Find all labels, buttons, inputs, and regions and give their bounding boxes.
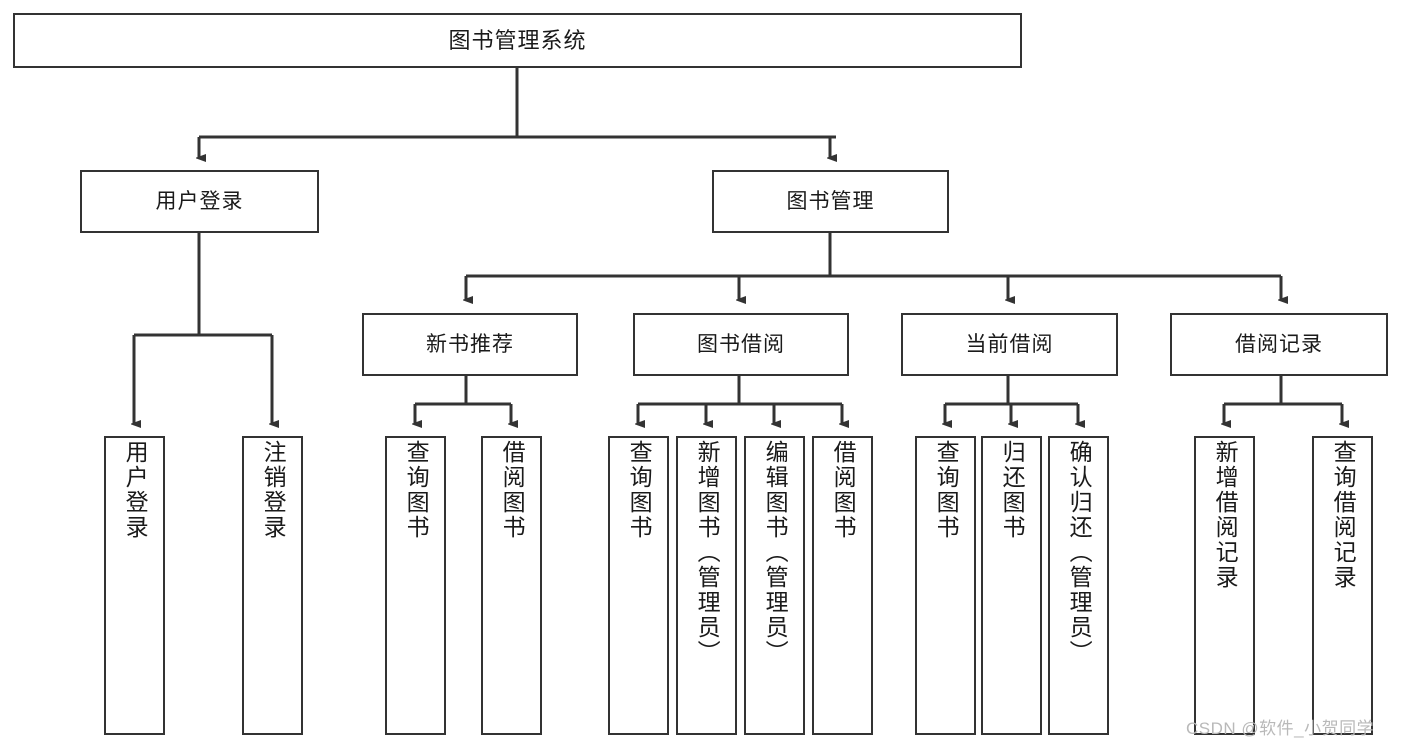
- node-borrow-record[interactable]: 借阅记录: [1170, 313, 1388, 376]
- node-book-management[interactable]: 图书管理: [712, 170, 949, 233]
- node-label: 图书管理: [786, 190, 875, 213]
- node-user-login[interactable]: 用户登录: [80, 170, 319, 233]
- node-leaf-query-borrow-record[interactable]: 查询借阅记录: [1312, 436, 1373, 735]
- node-label: 新增图书（管理员）: [694, 440, 721, 665]
- node-label: 用户登录: [155, 190, 244, 213]
- node-label: 借阅图书: [830, 440, 857, 540]
- node-label: 查询借阅记录: [1330, 440, 1357, 590]
- node-leaf-edit-book-admin[interactable]: 编辑图书（管理员）: [744, 436, 805, 735]
- node-label: 借阅图书: [499, 440, 526, 540]
- node-leaf-return-book[interactable]: 归还图书: [981, 436, 1042, 735]
- node-label: 图书借阅: [697, 333, 785, 356]
- node-leaf-borrow-book-new[interactable]: 借阅图书: [481, 436, 542, 735]
- watermark-csdn: CSDN @软件_小贺同学: [1186, 719, 1375, 738]
- node-leaf-confirm-return-admin[interactable]: 确认归还（管理员）: [1048, 436, 1109, 735]
- node-leaf-logout[interactable]: 注销登录: [242, 436, 303, 735]
- node-label: 查询图书: [933, 440, 960, 540]
- node-root-system[interactable]: 图书管理系统: [13, 13, 1022, 68]
- node-label: 归还图书: [999, 440, 1026, 540]
- node-leaf-add-book-admin[interactable]: 新增图书（管理员）: [676, 436, 737, 735]
- node-label: 当前借阅: [965, 333, 1054, 356]
- node-current-borrow[interactable]: 当前借阅: [901, 313, 1118, 376]
- node-label: 编辑图书（管理员）: [762, 440, 789, 665]
- node-leaf-borrow-book[interactable]: 借阅图书: [812, 436, 873, 735]
- node-new-book-recommend[interactable]: 新书推荐: [362, 313, 578, 376]
- node-leaf-add-borrow-record[interactable]: 新增借阅记录: [1194, 436, 1255, 735]
- node-label: 新增借阅记录: [1212, 440, 1239, 590]
- node-label: 借阅记录: [1235, 333, 1323, 356]
- node-label: 确认归还（管理员）: [1066, 440, 1093, 665]
- node-label: 注销登录: [260, 440, 287, 540]
- node-leaf-query-book-new[interactable]: 查询图书: [385, 436, 446, 735]
- node-label: 新书推荐: [426, 333, 514, 356]
- node-label: 查询图书: [403, 440, 430, 540]
- node-leaf-query-book-current[interactable]: 查询图书: [915, 436, 976, 735]
- node-label: 查询图书: [626, 440, 653, 540]
- node-label: 图书管理系统: [448, 27, 587, 53]
- node-book-borrow[interactable]: 图书借阅: [633, 313, 849, 376]
- node-leaf-query-book-borrow[interactable]: 查询图书: [608, 436, 669, 735]
- node-label: 用户登录: [122, 440, 149, 540]
- node-leaf-user-login[interactable]: 用户登录: [104, 436, 165, 735]
